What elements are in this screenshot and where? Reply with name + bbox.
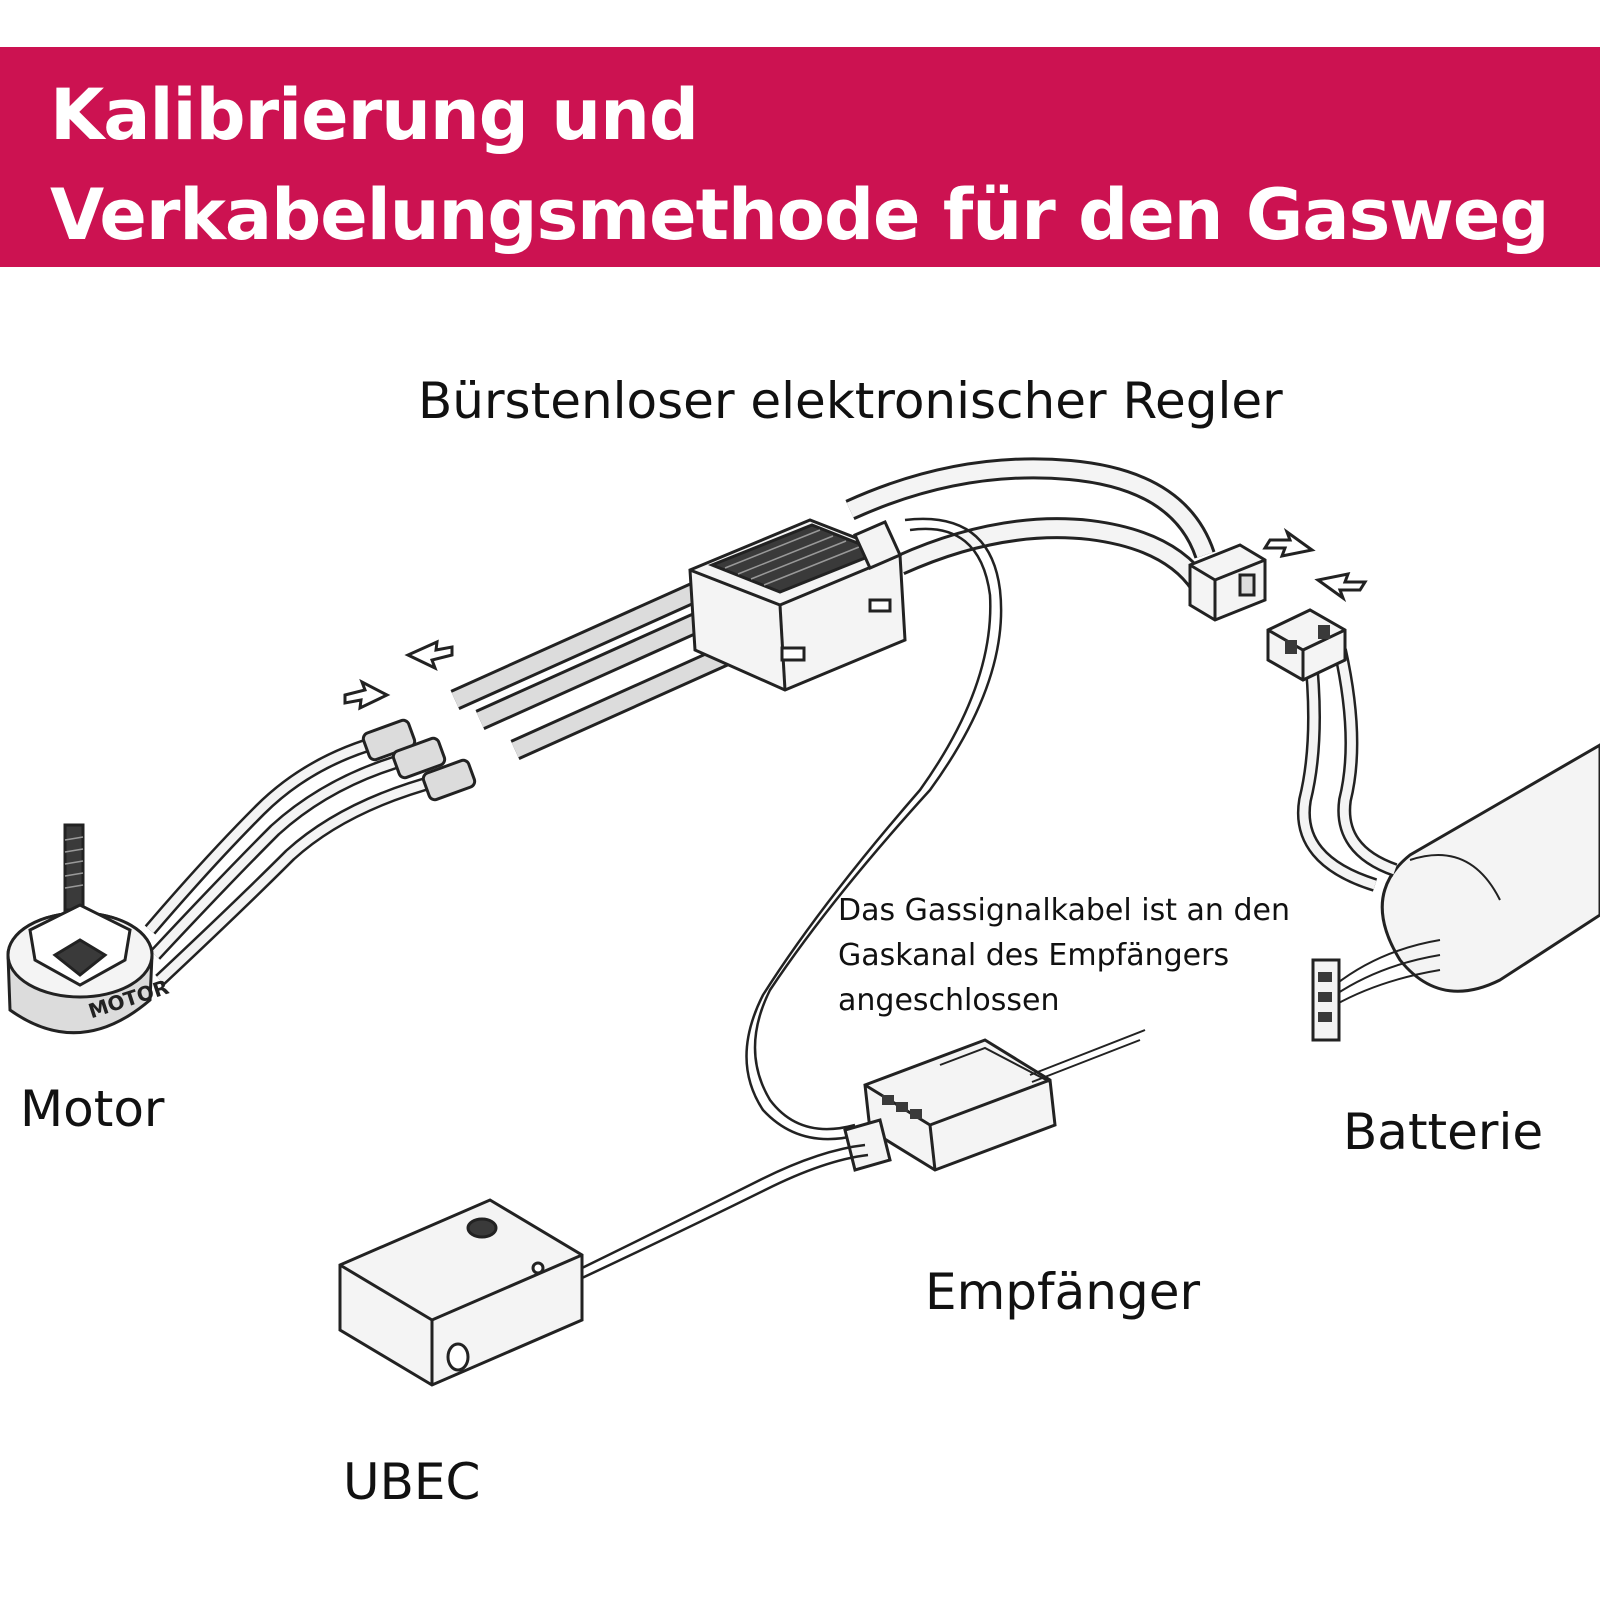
connector-arrow-icon	[343, 639, 454, 711]
bullet-connector-icon	[361, 718, 477, 802]
ubec	[338, 1198, 584, 1387]
battery-pack	[1296, 648, 1600, 1042]
battery-plug	[1266, 608, 1347, 682]
connector-arrow-icon	[1262, 527, 1368, 603]
throttle-signal-cable	[745, 517, 1003, 1141]
title-banner: Kalibrierung und Verkabelungsmethode für…	[0, 47, 1600, 267]
throttle-cable-note: Das Gassignalkabel ist an den Gaskanal d…	[838, 893, 1290, 1018]
motor-label: Motor	[20, 1080, 165, 1138]
motor: MOTOR	[6, 823, 172, 1035]
page-title: Kalibrierung und Verkabelungsmethode für…	[50, 74, 1549, 256]
motor-wires	[144, 733, 442, 986]
ubec-label: UBEC	[343, 1453, 481, 1511]
esc-power-leads	[845, 457, 1216, 592]
receiver	[843, 1029, 1146, 1172]
receiver-label: Empfänger	[925, 1263, 1201, 1321]
battery-label: Batterie	[1343, 1103, 1544, 1161]
esc-label: Bürstenloser elektronischer Regler	[418, 372, 1283, 430]
esc-xt-plug	[1188, 543, 1267, 622]
ubec-lead	[581, 1143, 869, 1280]
esc-body	[688, 518, 907, 692]
